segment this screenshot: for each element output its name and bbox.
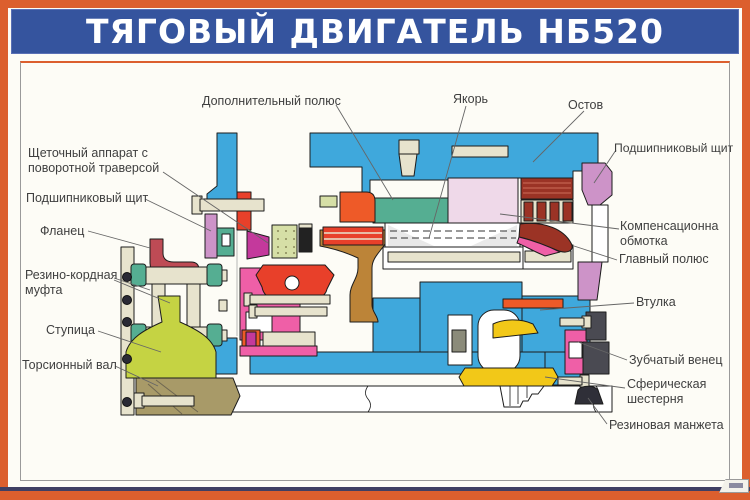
rubber-cuff: [574, 385, 604, 405]
label-flange: Фланец: [40, 224, 85, 238]
compensation-winding-slots: [523, 201, 573, 222]
label-hub: Ступица: [46, 323, 96, 337]
label-gear-rim: Зубчатый венец: [629, 353, 723, 367]
label-brush-apparatus: Щеточный аппарат с поворотной траверсой: [28, 146, 160, 175]
gear-unit: [447, 298, 610, 408]
leader-lines: [87, 104, 635, 425]
torsion-shaft: [177, 385, 613, 413]
footer-logo-mark: [729, 483, 743, 488]
coupling-assembly: [120, 238, 241, 416]
bushing: [502, 298, 564, 309]
brush-apparatus: [191, 191, 386, 357]
label-torsion-shaft: Торсионный вал: [22, 358, 117, 372]
label-bearing-shield-right: Подшипниковый щит: [614, 141, 734, 155]
coupling-bolts: [122, 272, 132, 407]
label-compensation-winding: Компенсационна обмотка: [620, 219, 719, 248]
support-cone: [319, 229, 386, 323]
label-rubber-cuff: Резиновая манжета: [609, 418, 724, 432]
label-armature: Якорь: [453, 92, 489, 106]
frame-left-column: [206, 132, 238, 211]
brush-box: [271, 224, 298, 259]
hub: [125, 295, 217, 379]
title-bar: ТЯГОВЫЙ ДВИГАТЕЛЬ НБ520: [11, 9, 739, 54]
label-rubber-cord-coupling: Резино-кордная муфта: [25, 268, 118, 297]
brush-holder: [339, 191, 376, 223]
bearing-shield-left: [204, 213, 218, 259]
label-bearing-shield-left: Подшипниковый щит: [26, 191, 149, 205]
carbon-brush: [298, 227, 313, 253]
poster-title: ТЯГОВЫЙ ДВИГАТЕЛЬ НБ520: [86, 12, 664, 51]
footer-divider: [0, 487, 750, 491]
spherical-gear: [458, 367, 559, 387]
label-additional-pole: Дополнительный полюс: [202, 94, 341, 108]
label-frame: Остов: [568, 98, 604, 112]
frame-bolt: [398, 139, 420, 155]
winding-and-poles: [516, 177, 574, 257]
bearing-shield-right: [577, 162, 613, 301]
label-main-pole: Главный полюс: [619, 252, 709, 266]
armature-winding-band: [447, 177, 519, 224]
shaft-dashed-lines: [390, 230, 516, 239]
diagram-frame: [20, 61, 730, 481]
label-bushing: Втулка: [636, 295, 676, 309]
label-spherical-gear: Сферическая шестерня: [627, 377, 707, 406]
